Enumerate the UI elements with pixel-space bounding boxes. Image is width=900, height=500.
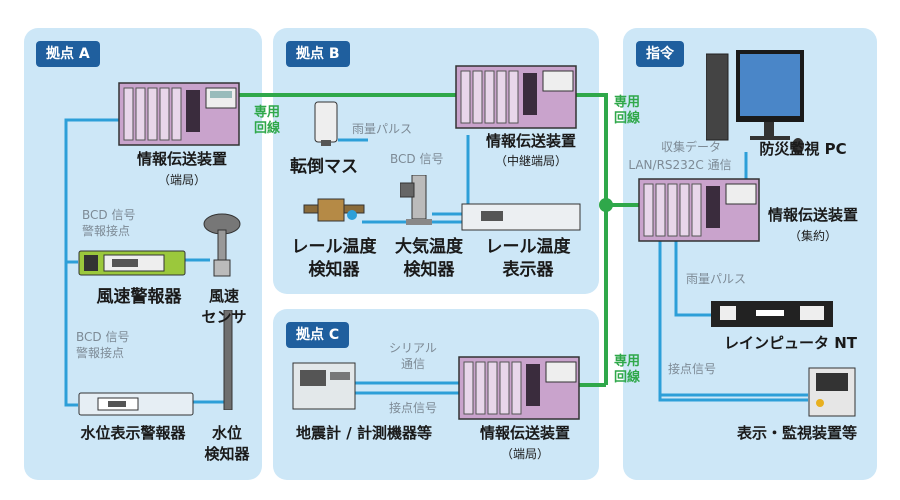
site-a-signal-2-line2: 警報接点 bbox=[76, 346, 125, 360]
water-sensor-label-2: 検知器 bbox=[204, 445, 250, 463]
site-b-transmitter-sub: （中継端局） bbox=[494, 154, 567, 168]
site-c-serial-label-1: シリアル bbox=[389, 341, 437, 355]
cmd-transmitter-label: 情報伝送装置 bbox=[767, 206, 858, 224]
site-a-transmitter-label: 情報伝送装置 bbox=[136, 150, 227, 168]
air-temp-detector-icon bbox=[400, 175, 432, 225]
site-a-transmitter-sub: （端局） bbox=[157, 173, 206, 187]
network-junction bbox=[599, 198, 613, 212]
site-a-signal-1-line2: 警報接点 bbox=[82, 224, 131, 238]
display-monitor-icon bbox=[808, 367, 856, 417]
seismometer-label: 地震計 / 計測機器等 bbox=[296, 424, 432, 442]
site-c-transmitter-label: 情報伝送装置 bbox=[479, 424, 570, 442]
site-a-tag: 拠点 A bbox=[36, 41, 100, 67]
dedicated-line-ccmd-label-2: 回線 bbox=[613, 370, 640, 385]
dedicated-line-bcmd-label-1: 専用 bbox=[613, 95, 640, 110]
water-alarm-label: 水位表示警報器 bbox=[80, 424, 186, 442]
wind-sensor-label-1: 風速 bbox=[208, 287, 239, 305]
dedicated-line-ab-label-2: 回線 bbox=[253, 121, 280, 136]
wind-alarm-icon bbox=[78, 250, 186, 276]
cmd-contact-label: 接点信号 bbox=[668, 362, 717, 376]
line-cmd-rainputer bbox=[674, 240, 712, 317]
dedicated-line-bcmd-label-2: 回線 bbox=[613, 111, 640, 126]
site-b-tag: 拠点 B bbox=[286, 41, 350, 67]
water-sensor-label-1: 水位 bbox=[211, 424, 242, 442]
dedicated-line-ab-label-1: 専用 bbox=[253, 105, 280, 120]
cmd-transmitter-sub: （集約） bbox=[788, 229, 837, 243]
site-a-transmitter-icon bbox=[118, 82, 240, 146]
line-cmd-down bbox=[658, 240, 808, 402]
site-b-bcd-label: BCD 信号 bbox=[390, 152, 444, 166]
air-temp-detector-label-1: 大気温度 bbox=[395, 237, 463, 257]
rainputer-icon bbox=[711, 301, 833, 327]
monitor-pc-label: 防災監視 PC bbox=[759, 140, 847, 158]
site-b-transmitter-label: 情報伝送装置 bbox=[485, 132, 576, 150]
dedicated-line-b-cmd bbox=[575, 93, 608, 385]
wind-alarm-label: 風速警報器 bbox=[96, 287, 182, 307]
tipping-bucket-label: 転倒マス bbox=[290, 157, 358, 177]
site-c-tag: 拠点 C bbox=[286, 322, 350, 348]
rail-temp-detector-icon bbox=[303, 198, 365, 222]
monitor-pc-icon bbox=[706, 50, 804, 154]
water-alarm-icon bbox=[78, 392, 194, 416]
cmd-transmitter-icon bbox=[638, 178, 760, 242]
air-temp-detector-label-2: 検知器 bbox=[403, 260, 455, 280]
display-monitor-label: 表示・監視装置等 bbox=[736, 424, 857, 442]
tipping-bucket-icon bbox=[314, 101, 338, 146]
rail-temp-detector-label-2: 検知器 bbox=[308, 260, 360, 280]
site-c-serial-label-2: 通信 bbox=[400, 357, 425, 371]
site-c-transmitter-icon bbox=[458, 356, 580, 420]
collected-data-label-2: LAN/RS232C 通信 bbox=[628, 158, 732, 172]
site-a-signal-1-line1: BCD 信号 bbox=[82, 208, 136, 222]
collected-data-label-1: 収集データ bbox=[660, 140, 721, 154]
rainputer-label: レインピュータ NT bbox=[724, 334, 858, 352]
dedicated-line-ccmd-label-1: 専用 bbox=[613, 354, 640, 369]
water-sensor-icon bbox=[223, 310, 233, 410]
cmd-rain-pulse-label: 雨量パルス bbox=[686, 272, 747, 286]
rail-temp-display-label-1: レール温度 bbox=[485, 237, 571, 257]
wind-sensor-label-2: センサ bbox=[201, 308, 247, 326]
seismometer-icon bbox=[292, 362, 356, 410]
site-b-rain-pulse-label: 雨量パルス bbox=[352, 122, 413, 136]
site-a-signal-2-line1: BCD 信号 bbox=[76, 330, 130, 344]
rail-temp-display-icon bbox=[461, 203, 581, 231]
wind-sensor-icon bbox=[203, 213, 241, 277]
site-c-transmitter-sub: （端局） bbox=[500, 447, 549, 461]
site-b-transmitter-icon bbox=[455, 65, 577, 129]
rail-temp-detector-label-1: レール温度 bbox=[291, 237, 377, 257]
site-cmd-tag: 指令 bbox=[636, 41, 684, 67]
rail-temp-display-label-2: 表示器 bbox=[502, 260, 554, 280]
site-c-contact-label: 接点信号 bbox=[388, 401, 437, 415]
